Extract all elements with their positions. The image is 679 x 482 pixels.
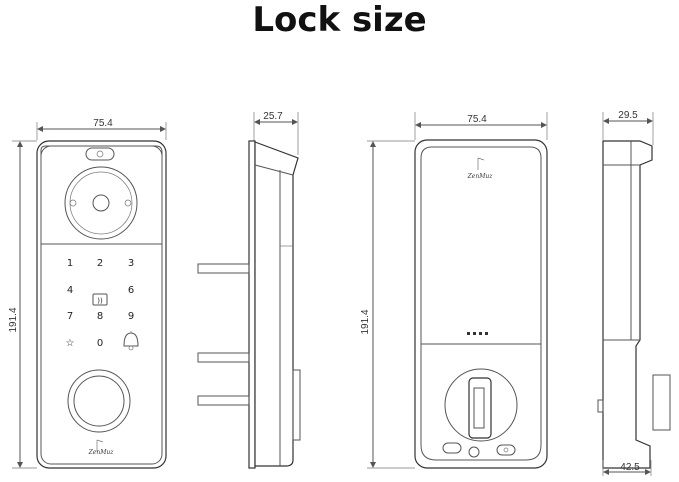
side-view: 25.7 xyxy=(197,111,301,469)
key-0: 0 xyxy=(97,338,103,349)
front-width-label: 75.4 xyxy=(93,118,113,129)
back-height-label: 191.4 xyxy=(360,309,371,334)
key-3: 3 xyxy=(128,258,134,269)
camera-icon xyxy=(64,166,138,240)
back-view: 75.4 191.4 ZenMuz xyxy=(360,112,548,469)
key-7: 7 xyxy=(67,311,73,322)
key-8: 8 xyxy=(97,311,103,322)
key-star: ☆ xyxy=(66,338,75,349)
nfc-icon xyxy=(92,293,108,306)
front-brand-label: ZenMuz xyxy=(88,449,115,456)
front-view: 75.4 191.4 1 2 3 4 6 )) 5 7 8 9 ☆ 0 xyxy=(8,118,167,469)
key-6: 6 xyxy=(128,285,134,296)
back-width-label: 75.4 xyxy=(467,114,487,125)
back-side-view: 29.5 42.5 xyxy=(597,110,671,476)
back-brand-label: ZenMuz xyxy=(467,173,494,180)
fingerprint-reader-icon xyxy=(67,369,131,433)
back-side-depth-label: 29.5 xyxy=(618,110,638,121)
key-2: 2 xyxy=(97,258,103,269)
doorbell-icon xyxy=(123,331,139,351)
key-4: 4 xyxy=(67,285,73,296)
sensor-icon xyxy=(85,147,115,161)
side-depth-label: 25.7 xyxy=(263,111,283,122)
svg-text:)): )) xyxy=(97,297,103,305)
key-9: 9 xyxy=(128,311,134,322)
page-title: Lock size xyxy=(252,0,427,40)
thumbturn-icon xyxy=(444,368,518,442)
back-side-bottom-label: 42.5 xyxy=(620,462,640,473)
key-1: 1 xyxy=(67,258,73,269)
front-height-label: 191.4 xyxy=(8,307,19,332)
